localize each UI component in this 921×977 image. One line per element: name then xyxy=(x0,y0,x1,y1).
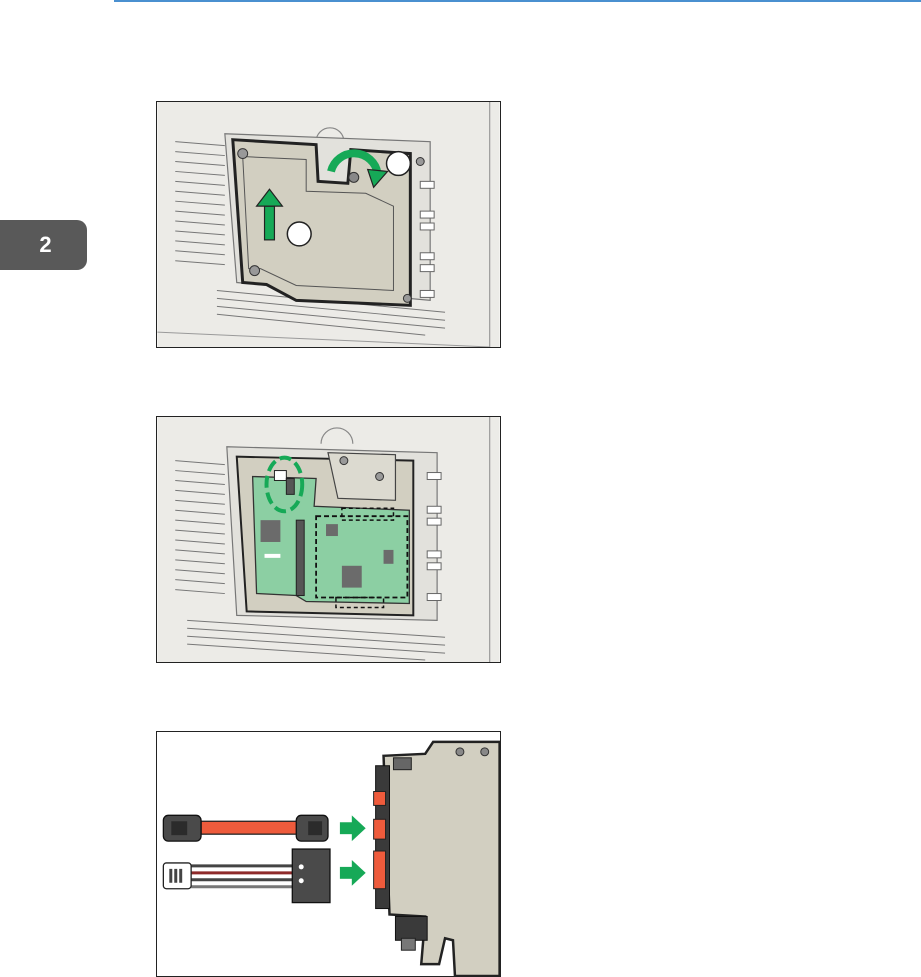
figure-connect-cables xyxy=(156,731,501,977)
controller-board-illustration xyxy=(157,417,500,662)
chapter-number: 2 xyxy=(39,232,51,258)
sata-cable-icon xyxy=(201,821,300,834)
cover-removal-illustration xyxy=(157,102,500,347)
step-marker-icon xyxy=(287,222,311,246)
figure-remove-cover xyxy=(156,101,501,348)
step-marker-icon xyxy=(387,152,411,176)
chapter-tab: 2 xyxy=(0,220,87,270)
header-rule xyxy=(114,0,921,2)
arrow-up-icon xyxy=(265,206,275,240)
cable-connection-illustration xyxy=(157,732,500,976)
figure-controller-board xyxy=(156,416,501,663)
